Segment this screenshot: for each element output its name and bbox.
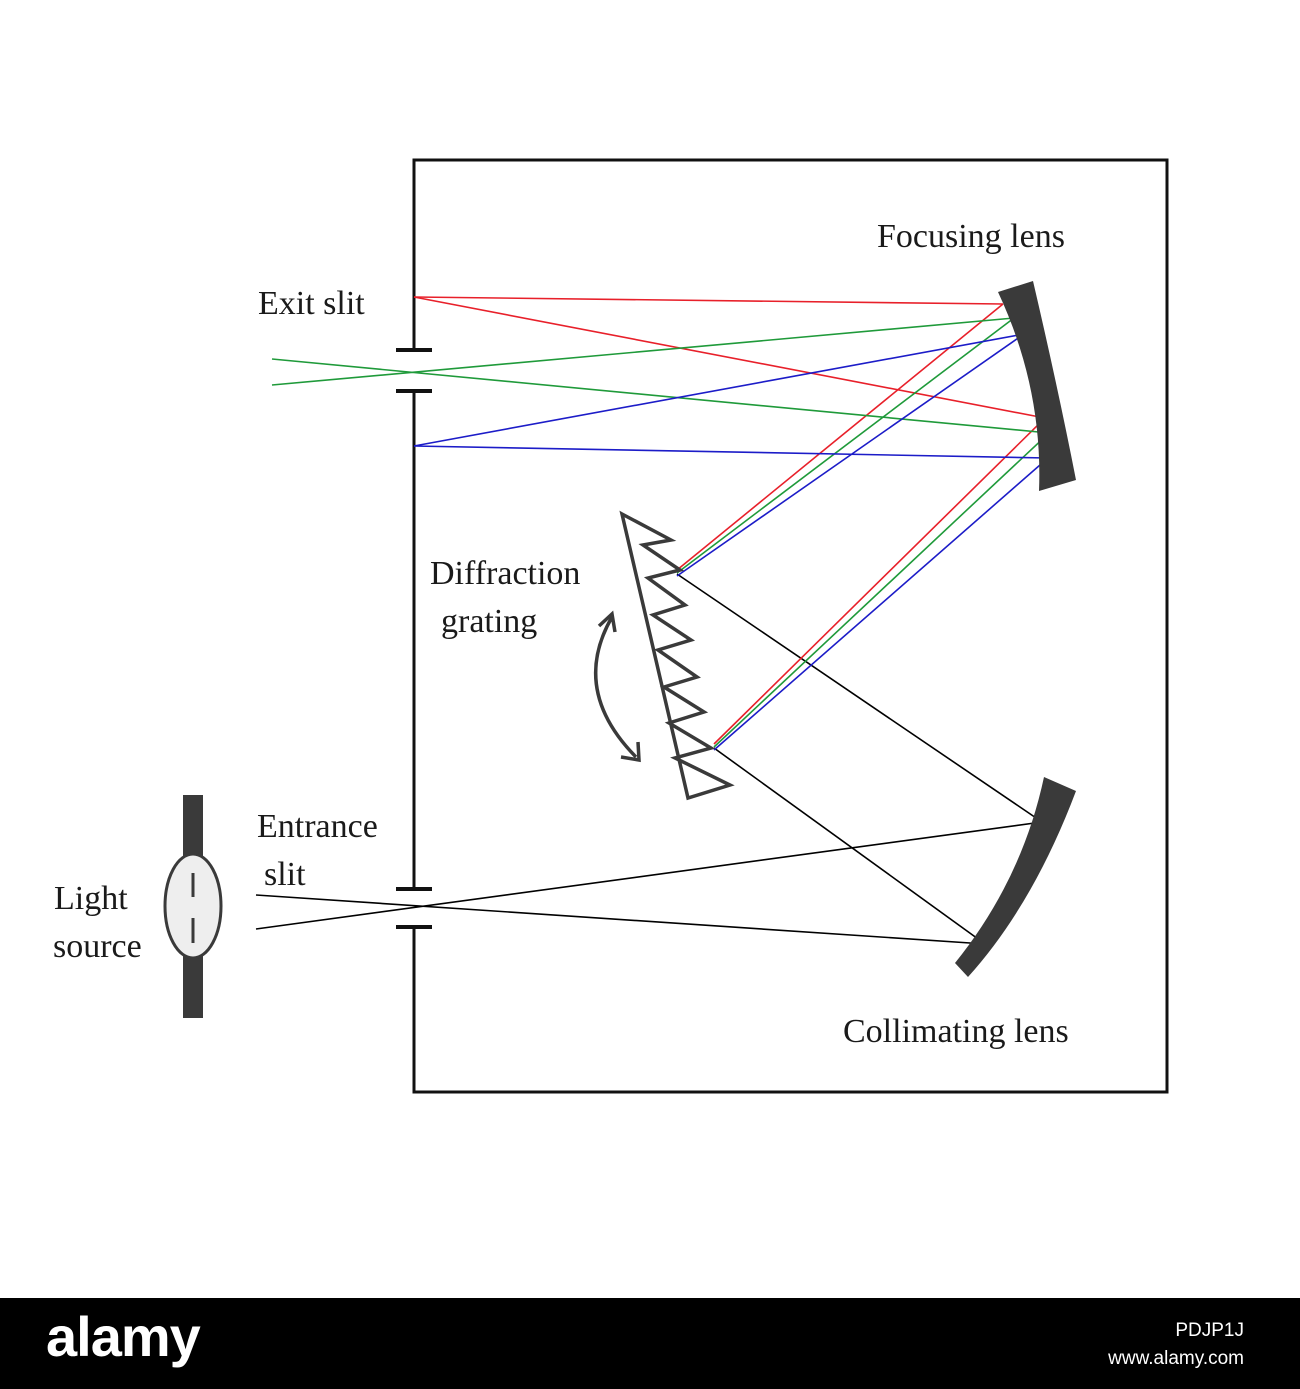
exit-slit-label: Exit slit bbox=[258, 285, 365, 322]
diffraction-grating-label: grating bbox=[441, 603, 537, 640]
entrance-slit-label: slit bbox=[264, 856, 306, 893]
collimating-lens-label: Collimating lens bbox=[843, 1013, 1069, 1050]
site-url[interactable]: www.alamy.com bbox=[1108, 1348, 1244, 1369]
light-source-label: Light bbox=[54, 880, 128, 917]
spectrometer-diagram: Focusing lens Exit slit Diffraction grat… bbox=[53, 158, 1169, 1094]
light-source-label: source bbox=[53, 928, 142, 965]
instrument-housing bbox=[412, 158, 1169, 1094]
lamp-bulb bbox=[163, 852, 223, 960]
entrance-slit bbox=[396, 887, 432, 929]
exit-slit bbox=[396, 348, 432, 393]
light-source-lamp bbox=[163, 795, 223, 1018]
image-id: PDJP1J bbox=[1175, 1320, 1244, 1341]
diffraction-grating-label: Diffraction bbox=[430, 555, 580, 592]
entrance-slit-label: Entrance bbox=[257, 808, 378, 845]
focusing-lens-shape bbox=[998, 281, 1076, 491]
blue-rays bbox=[413, 333, 1049, 751]
housing-outline bbox=[412, 158, 1169, 1094]
white-light-rays bbox=[255, 573, 1043, 945]
focusing-lens-label: Focusing lens bbox=[877, 218, 1065, 255]
diffraction-grating-shape bbox=[619, 510, 735, 801]
green-rays bbox=[271, 317, 1050, 748]
brand-logo[interactable]: alamy bbox=[46, 1305, 201, 1368]
red-rays bbox=[413, 296, 1046, 745]
watermark-footer: alamy PDJP1J www.alamy.com bbox=[0, 1298, 1300, 1389]
collimating-lens-shape bbox=[955, 777, 1076, 977]
rotation-arrow-icon bbox=[593, 610, 641, 763]
